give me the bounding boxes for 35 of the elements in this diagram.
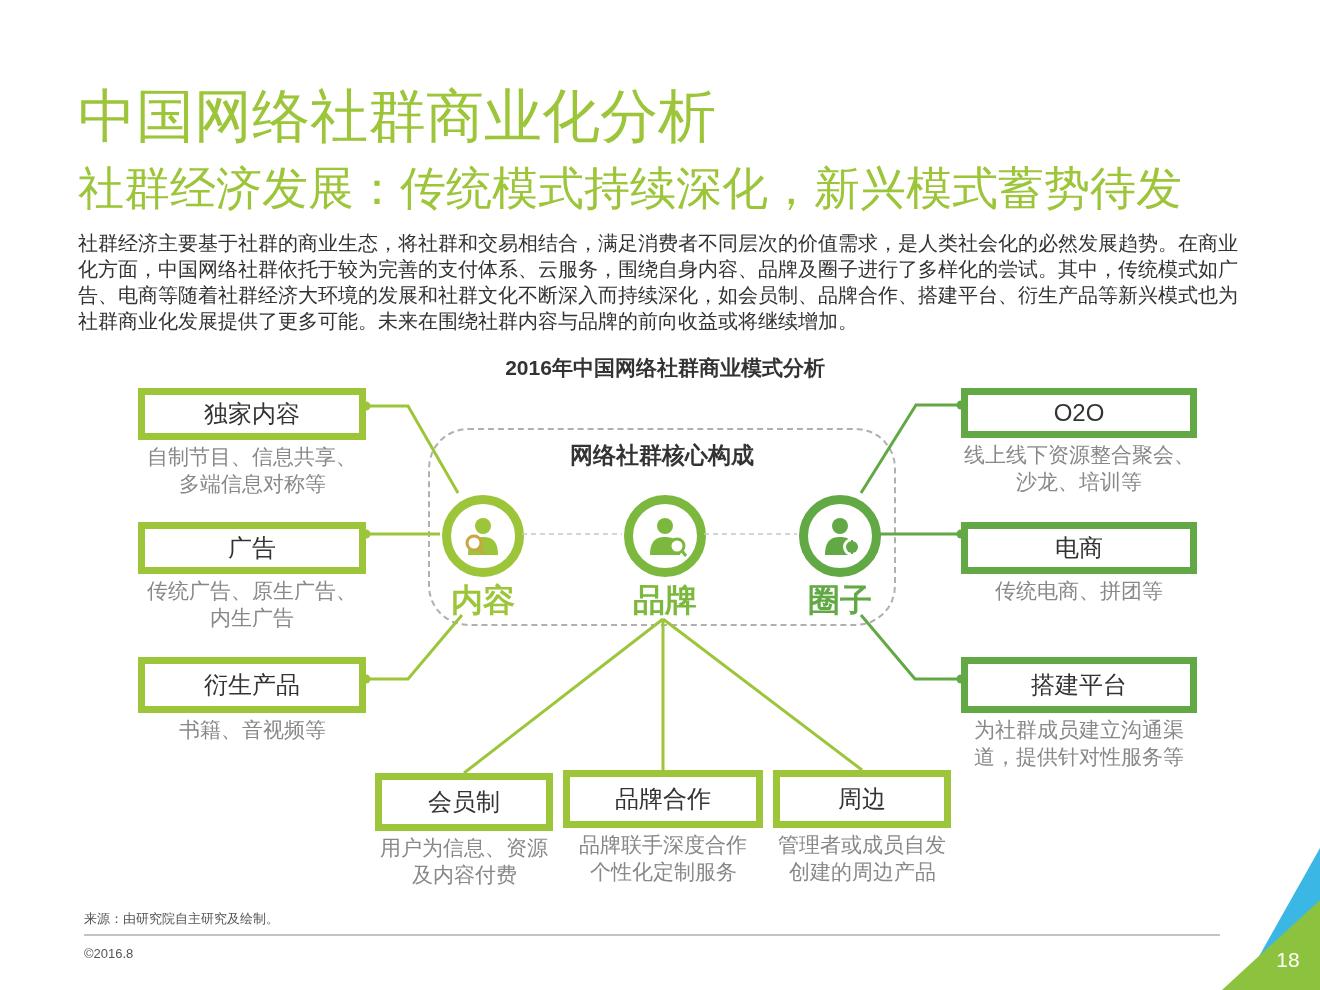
description-text: 线上线下资源整合聚会、沙龙、培训等 (962, 442, 1196, 495)
description-text: 自制节目、信息共享、多端信息对称等 (146, 444, 358, 497)
category-box: 衍生产品 (138, 657, 366, 713)
connector-line (661, 619, 665, 770)
group-title: 网络社群核心构成 (569, 441, 755, 470)
category-box: 搭建平台 (961, 657, 1197, 713)
connector-line (463, 617, 664, 775)
page-title: 中国网络社群商业化分析 (78, 82, 716, 150)
subtitle: 社群经济发展：传统模式持续深化，新兴模式蓄势待发 (78, 161, 1183, 216)
category-box: 电商 (961, 522, 1197, 574)
core-label: 品牌 (632, 581, 698, 620)
intro-paragraph: 社群经济主要基于社群的商业生态，将社群和交易相结合，满足消费者不同层次的价值需求，是人类社会化的必然发展趋势。在商业化方面，中国网络社群依托于较为完善的支付体系、云服务，围绕自身内容、品牌及圈子进行了多样化的尝试。其中，传统模式如广告、电商等随着社群经济大环境的发展和社群文化不断深入而持续深化，如会员制、品牌合作、搭建平台、衍生产品等新兴模式也为社群商业化发展提供了更多可能。未来在围绕社群内容与品牌的前向收益或将继续增加。 (78, 231, 1239, 334)
category-box: 会员制 (375, 773, 553, 831)
source-note: 来源：由研究院自主研究及绘制。 (84, 910, 280, 928)
description-text: 用户为信息、资源及内容付费 (379, 835, 549, 888)
description-text: 传统电商、拼团等 (994, 578, 1164, 604)
category-box: O2O (961, 388, 1197, 438)
description-text: 书籍、音视频等 (177, 717, 327, 743)
description-text: 管理者或成员自发创建的周边产品 (777, 832, 947, 885)
category-box: 独家内容 (138, 388, 366, 440)
category-box: 品牌合作 (563, 770, 763, 828)
dashed-connector (703, 533, 798, 535)
dashed-group-frame (428, 428, 896, 626)
category-box: 广告 (138, 522, 366, 574)
category-box: 周边 (773, 770, 951, 828)
copyright-text: ©2016.8 (84, 946, 135, 961)
connector-line (662, 617, 863, 772)
description-text: 传统广告、原生广告、内生广告 (146, 578, 358, 631)
chart-title: 2016年中国网络社群商业模式分析 (504, 355, 826, 381)
description-text: 品牌联手深度合作个性化定制服务 (578, 832, 748, 885)
core-label: 内容 (450, 581, 516, 620)
page-number: 18 (1275, 948, 1301, 972)
description-text: 为社群成员建立沟通渠道，提供针对性服务等 (973, 717, 1185, 770)
core-label: 圈子 (807, 581, 873, 620)
dashed-connector (521, 533, 623, 535)
